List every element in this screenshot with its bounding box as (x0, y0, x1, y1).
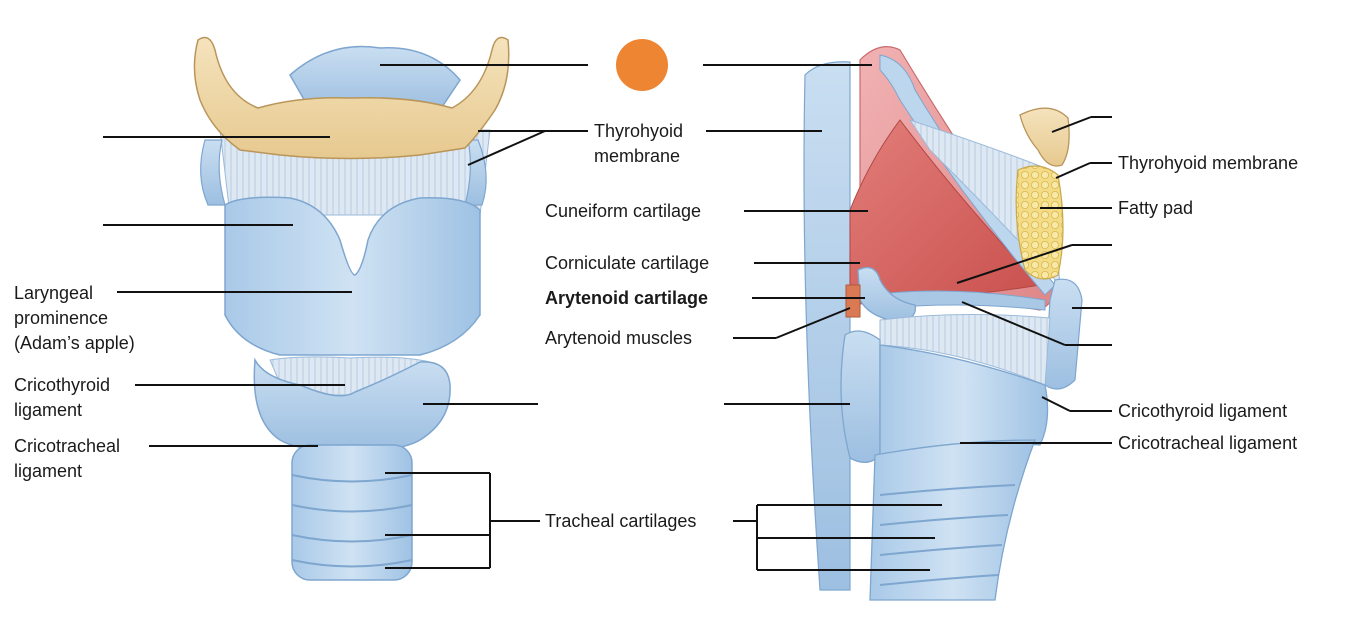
orange-marker-dot (616, 39, 668, 91)
superior-horn-left (200, 139, 226, 206)
cricoid-cartilage (253, 357, 451, 452)
trachea-sagittal (869, 439, 1036, 601)
hyoid-bone (193, 36, 510, 160)
label-cuneiform-cartilage: Cuneiform cartilage (545, 201, 702, 221)
hyoid-bone-sagittal (1019, 107, 1070, 167)
fatty-pad (1015, 165, 1064, 280)
arytenoid-muscle-shape (845, 284, 861, 318)
posterior-wall (803, 61, 851, 591)
label-arytenoid-muscles: Arytenoid muscles (545, 328, 693, 348)
trachea-anterior (291, 444, 413, 581)
label-corniculate-cartilage: Corniculate cartilage (545, 253, 710, 273)
thyroid-cartilage-sagittal (1044, 278, 1083, 390)
label-thyrohyoid-membrane-right: Thyrohyoid membrane (1118, 153, 1299, 173)
leader-lines (103, 64, 1112, 571)
thyroid-cartilage (224, 196, 481, 356)
label-arytenoid-cartilage: Arytenoid cartilage (545, 288, 709, 308)
label-cricotracheal-ligament-right: Cricotracheal ligament (1118, 433, 1298, 453)
cricoid-cartilage-sagittal (840, 330, 881, 463)
anterior-larynx (193, 36, 510, 581)
sagittal-larynx (803, 46, 1083, 601)
arytenoid-cartilage-shape (857, 266, 917, 323)
label-fatty-pad: Fatty pad (1118, 198, 1194, 218)
label-cricothyroid-ligament-right: Cricothyroid ligament (1118, 401, 1288, 421)
label-tracheal-cartilages: Tracheal cartilages (545, 511, 697, 531)
